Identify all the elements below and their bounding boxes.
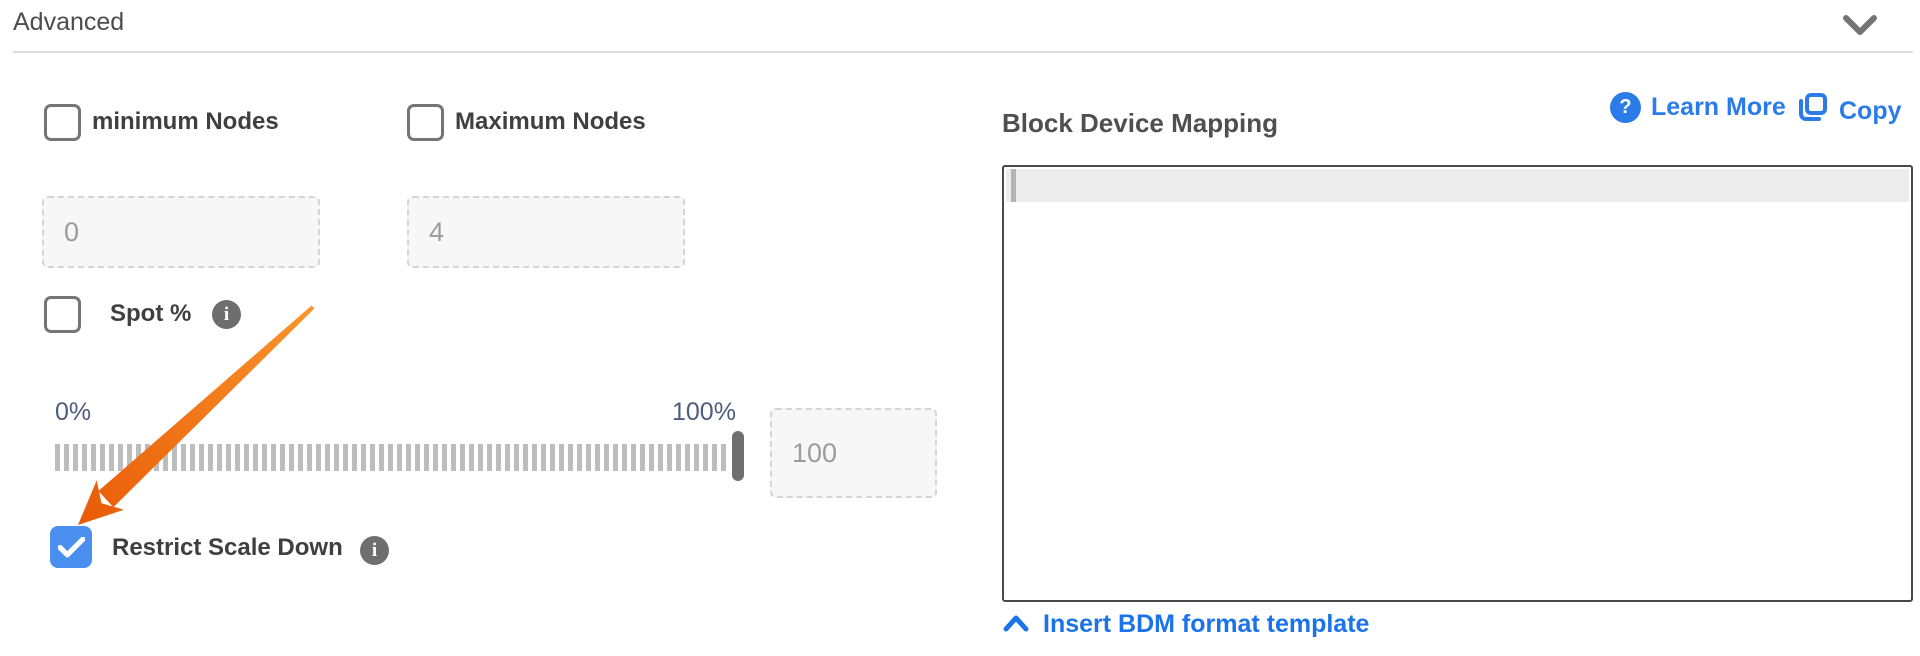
minimum-nodes-checkbox[interactable] <box>44 104 81 141</box>
slider-max-label: 100% <box>672 398 736 426</box>
spot-percent-value-input[interactable] <box>770 408 937 498</box>
chevron-down-icon <box>1842 13 1878 40</box>
panel-title: Advanced <box>13 8 125 36</box>
editor-cursor <box>1011 169 1016 202</box>
copy-link[interactable]: Copy <box>1798 92 1902 130</box>
learn-more-link[interactable]: ? Learn More <box>1610 92 1786 123</box>
help-icon: ? <box>1610 92 1641 123</box>
restrict-scale-down-label: Restrict Scale Down <box>112 534 343 561</box>
spot-info-icon[interactable]: i <box>212 300 241 329</box>
copy-label: Copy <box>1839 96 1902 125</box>
spot-percent-slider-handle[interactable] <box>732 431 744 481</box>
spot-percent-checkbox[interactable] <box>44 296 81 333</box>
minimum-nodes-label: minimum Nodes <box>92 108 279 135</box>
insert-bdm-template-link[interactable]: Insert BDM format template <box>1003 610 1369 639</box>
restrict-scale-down-checkbox[interactable] <box>50 526 92 568</box>
insert-bdm-template-label: Insert BDM format template <box>1043 610 1370 638</box>
learn-more-label: Learn More <box>1651 93 1786 121</box>
editor-active-line <box>1006 169 1909 202</box>
spot-percent-slider-track[interactable] <box>55 444 729 471</box>
slider-min-label: 0% <box>55 398 92 426</box>
restrict-scale-down-info-icon[interactable]: i <box>360 536 389 565</box>
bdm-section-title: Block Device Mapping <box>1002 108 1278 138</box>
collapse-section-button[interactable] <box>1838 4 1882 48</box>
maximum-nodes-checkbox[interactable] <box>407 104 444 141</box>
maximum-nodes-label: Maximum Nodes <box>455 108 646 135</box>
chevron-up-icon <box>1003 610 1029 639</box>
maximum-nodes-input[interactable] <box>407 196 685 268</box>
bdm-editor[interactable] <box>1002 165 1913 602</box>
header-divider <box>13 51 1913 53</box>
annotation-arrow <box>78 305 315 525</box>
minimum-nodes-input[interactable] <box>42 196 320 268</box>
copy-icon <box>1798 92 1829 130</box>
checkmark-icon <box>57 536 85 557</box>
spot-percent-label: Spot % <box>110 300 192 327</box>
